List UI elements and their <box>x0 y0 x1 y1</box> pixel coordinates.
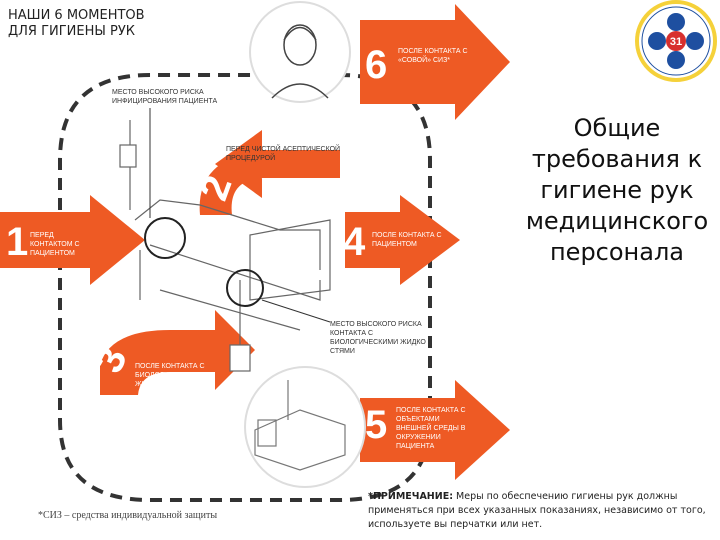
poster-footnote: *СИЗ – средства индивидуальной защиты <box>38 510 217 521</box>
poster-graphics <box>0 0 510 540</box>
risk-label-bottom: МЕСТО ВЫСОКОГО РИСКА КОНТАКТА С БИОЛОГИЧ… <box>330 320 435 356</box>
emblem-number: 31 <box>670 36 682 48</box>
heading-line: персонала <box>512 237 720 268</box>
heading-line: требования к <box>512 144 720 175</box>
moment-1-label: ПЕРЕД КОНТАКТОМ С ПАЦИЕНТОМ <box>30 231 88 258</box>
note-label: *ПРИМЕЧАНИЕ: <box>368 491 453 502</box>
moment-1-number: 1 <box>6 222 28 262</box>
poster-title-line1: НАШИ 6 МОМЕНТОВ <box>8 8 145 24</box>
moment-5-number: 5 <box>365 405 387 445</box>
moment-3-label: ПОСЛЕ КОНТАКТА С БИОЛОГИЧЕСКИМИ ЖИДКОСТЯ… <box>135 362 215 389</box>
slide-heading: Общие требования к гигиене рук медицинск… <box>512 113 720 268</box>
poster-title-line2: ДЛЯ ГИГИЕНЫ РУК <box>8 24 145 40</box>
arrow-2 <box>200 130 340 215</box>
note-block: *ПРИМЕЧАНИЕ: Меры по обеспечению гигиены… <box>368 490 718 532</box>
moment-6-label: ПОСЛЕ КОНТАКТА С «СОВОЙ» СИЗ* <box>398 47 468 65</box>
moment-5-label: ПОСЛЕ КОНТАКТА С ОБЪЕКТАМИ ВНЕШНЕЙ СРЕДЫ… <box>396 406 476 451</box>
heading-line: Общие <box>512 113 720 144</box>
moment-4-number: 4 <box>343 222 365 262</box>
risk-circle-top <box>145 218 185 258</box>
poster-title: НАШИ 6 МОМЕНТОВ ДЛЯ ГИГИЕНЫ РУК <box>8 8 145 40</box>
nurse-portrait <box>250 2 350 102</box>
heading-line: медицинского <box>512 206 720 237</box>
moment-4-label: ПОСЛЕ КОНТАКТА С ПАЦИЕНТОМ <box>372 231 447 249</box>
heading-line: гигиене рук <box>512 175 720 206</box>
risk-label-top: МЕСТО ВЫСОКОГО РИСКА ИНФИЦИРОВАНИЯ ПАЦИЕ… <box>112 88 227 106</box>
moment-2-label: ПЕРЕД ЧИСТОЙ АСЕПТИЧЕСКОЙ ПРОЦЕДУРОЙ <box>226 145 341 163</box>
hand-hygiene-poster: НАШИ 6 МОМЕНТОВ ДЛЯ ГИГИЕНЫ РУК 6 ПОСЛЕ … <box>0 0 510 540</box>
moment-6-number: 6 <box>365 45 387 85</box>
hospital-emblem: 31 <box>635 0 717 82</box>
